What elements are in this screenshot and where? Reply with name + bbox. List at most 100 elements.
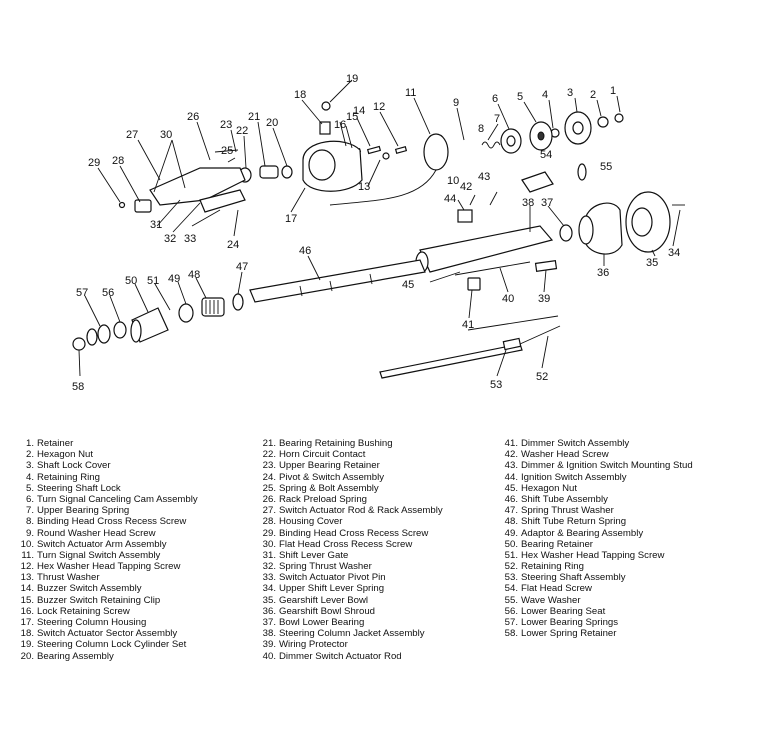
legend-item: 13.Thrust Washer: [14, 572, 198, 583]
legend-item-label: Switch Actuator Arm Assembly: [37, 538, 167, 550]
part-column-jacket: [419, 225, 554, 273]
legend-item-number: 26.: [262, 493, 276, 505]
callout-36: 36: [597, 267, 609, 279]
legend-item: 5.Steering Shaft Lock: [14, 483, 198, 494]
legend-item: 7.Upper Bearing Spring: [14, 505, 198, 516]
legend-item-label: Flat Head Cross Recess Screw: [279, 538, 413, 550]
legend-item-number: 46.: [504, 493, 518, 505]
legend-item-label: Steering Column Lock Cylinder Set: [37, 639, 187, 651]
legend-item: 43.Dimmer & Ignition Switch Mounting Stu…: [498, 460, 693, 471]
callout-3: 3: [567, 87, 573, 99]
legend-item-label: Upper Shift Lever Spring: [279, 583, 385, 595]
legend-item: 30.Flat Head Cross Recess Screw: [256, 539, 443, 550]
callout-57: 57: [76, 287, 88, 299]
legend-item-label: Gearshift Bowl Shroud: [279, 605, 375, 617]
callout-2: 2: [590, 89, 596, 101]
legend-item-label: Lower Bearing Seat: [521, 605, 606, 617]
legend-item-label: Shift Tube Assembly: [521, 493, 608, 505]
legend-item: 39.Wiring Protector: [256, 639, 443, 650]
legend-item: 21.Bearing Retaining Bushing: [256, 438, 443, 449]
legend-item-number: 3.: [25, 460, 34, 472]
callout-31: 31: [150, 219, 162, 231]
callout-46: 46: [299, 245, 311, 257]
legend-item-label: Bowl Lower Bearing: [279, 617, 365, 628]
legend-item-label: Shift Tube Return Spring: [521, 516, 627, 528]
legend-item-number: 16.: [20, 605, 34, 617]
legend-item-label: Dimmer & Ignition Switch Mounting Stud: [521, 460, 693, 472]
legend-item-number: 53.: [504, 572, 518, 584]
part-turn-signal-switch: [423, 133, 449, 171]
part-gearshift-bowl-shroud: [584, 202, 623, 255]
legend-item-label: Hex Washer Head Tapping Screw: [37, 561, 181, 573]
legend-item-label: Steering Column Housing: [37, 617, 147, 628]
callout-44: 44: [444, 193, 456, 205]
callout-18: 18: [294, 89, 306, 101]
callout-30: 30: [160, 129, 172, 141]
legend-item: 45.Hexagon Nut: [498, 483, 693, 494]
legend-item-number: 4.: [25, 471, 34, 483]
callout-13: 13: [358, 181, 370, 193]
legend-item-number: 43.: [504, 460, 518, 472]
legend-item-number: 55.: [504, 594, 518, 606]
callout-14: 14: [353, 105, 365, 117]
legend-item: 41.Dimmer Switch Assembly: [498, 438, 693, 449]
legend-item: 56.Lower Bearing Seat: [498, 606, 693, 617]
callout-16: 16: [334, 119, 346, 131]
legend-item-label: Washer Head Screw: [521, 449, 609, 461]
legend-item-number: 5.: [25, 482, 34, 494]
legend-item-label: Adaptor & Bearing Assembly: [521, 527, 644, 539]
legend-item: 19.Steering Column Lock Cylinder Set: [14, 639, 198, 650]
part-shift-lever-gate: [149, 167, 246, 206]
legend-item-number: 30.: [262, 538, 276, 550]
legend-item: 18.Switch Actuator Sector Assembly: [14, 628, 198, 639]
callout-54: 54: [540, 149, 552, 161]
legend-item-number: 28.: [262, 516, 276, 528]
legend-item: 15.Buzzer Switch Retaining Clip: [14, 595, 198, 606]
legend-item-number: 13.: [20, 572, 34, 584]
legend-item: 47.Spring Thrust Washer: [498, 505, 693, 516]
legend-item: 10.Switch Actuator Arm Assembly: [14, 539, 198, 550]
legend-item: 33.Switch Actuator Pivot Pin: [256, 572, 443, 583]
legend-item-number: 58.: [504, 628, 518, 640]
legend-item-number: 27.: [262, 505, 276, 517]
legend-item-label: Switch Actuator Rod & Rack Assembly: [279, 505, 443, 517]
legend-item: 16.Lock Retaining Screw: [14, 606, 198, 617]
legend-item: 2.Hexagon Nut: [14, 449, 198, 460]
legend-item-number: 36.: [262, 605, 276, 617]
legend-item-number: 32.: [262, 561, 276, 573]
legend-item: 48.Shift Tube Return Spring: [498, 516, 693, 527]
legend-item: 20.Bearing Assembly: [14, 651, 198, 662]
callout-5: 5: [517, 91, 523, 103]
callout-51: 51: [147, 275, 159, 287]
callout-50: 50: [125, 275, 137, 287]
legend-item-label: Upper Bearing Retainer: [279, 460, 380, 472]
callout-38: 38: [522, 197, 534, 209]
leader-lines: [78, 79, 681, 377]
callout-12: 12: [373, 101, 385, 113]
upper-parts: [118, 101, 624, 213]
legend-item-label: Turn Signal Switch Assembly: [37, 549, 161, 561]
callout-9: 9: [453, 97, 459, 109]
legend-item-number: 11.: [21, 549, 34, 561]
legend-item-number: 40.: [262, 650, 276, 662]
legend-item-label: Buzzer Switch Retaining Clip: [37, 594, 161, 606]
legend-item: 6.Turn Signal Canceling Cam Assembly: [14, 494, 198, 505]
callout-58: 58: [72, 381, 84, 393]
legend-item-label: Retaining Ring: [521, 561, 584, 573]
legend-item-number: 29.: [262, 527, 276, 539]
legend-item-number: 34.: [262, 583, 276, 595]
part-retainer: [614, 113, 624, 123]
legend-item: 17.Steering Column Housing: [14, 617, 198, 628]
legend-item-number: 44.: [504, 471, 518, 483]
legend-item: 32.Spring Thrust Washer: [256, 561, 443, 572]
legend-item-number: 42.: [504, 449, 518, 461]
callout-48: 48: [188, 269, 200, 281]
legend-item-number: 47.: [504, 505, 518, 517]
legend-item: 58.Lower Spring Retainer: [498, 628, 693, 639]
part-shift-tube-return-spring: [201, 297, 225, 317]
legend-item: 25.Spring & Bolt Assembly: [256, 483, 443, 494]
steering-column-exploded-view: 1 2 3 4 5 6 7 8 9 10 11 12 13 14 15 16 1…: [72, 73, 685, 393]
legend-item-number: 49.: [504, 527, 518, 539]
